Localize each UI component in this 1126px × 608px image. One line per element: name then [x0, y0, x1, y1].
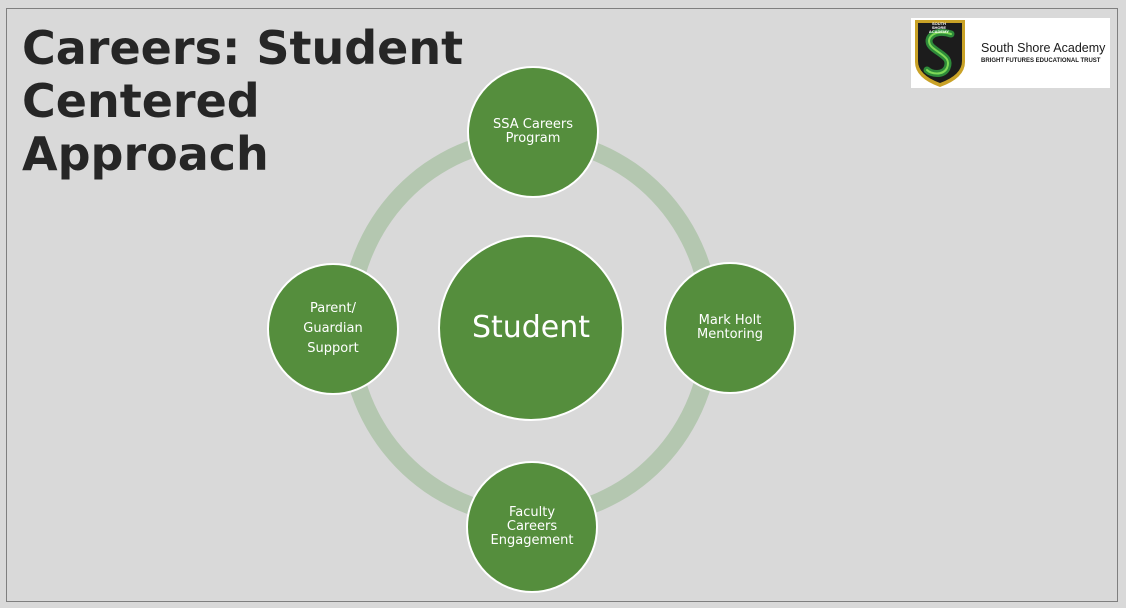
title-line-3: Approach [22, 127, 269, 181]
node-label-line: Mark Holt [698, 313, 762, 328]
crest-icon [915, 20, 965, 87]
logo-school-name: South Shore Academy [981, 41, 1106, 55]
node-label-line: Careers [506, 519, 558, 534]
node-label-line: Guardian [303, 321, 363, 336]
node-label-line: Support [307, 341, 359, 356]
title-line-1: Careers: Student [22, 21, 464, 75]
node-label-line: Program [505, 131, 561, 146]
title-line-2: Centered [22, 74, 260, 128]
node-label-line: SSA Careers [493, 117, 573, 132]
node-label-line: Parent/ [310, 301, 356, 316]
node-parent-guardian-support: Parent/ Guardian Support [267, 263, 399, 395]
node-mark-holt-mentoring: Mark Holt Mentoring [664, 262, 796, 394]
crest-text: SOUTH SHORE ACADEMY [925, 22, 953, 34]
node-label-line: Faculty [508, 505, 556, 520]
center-node-student: Student [438, 235, 624, 421]
node-label-line: Engagement [490, 533, 574, 548]
logo-tagline: BRIGHT FUTURES EDUCATIONAL TRUST [981, 58, 1101, 64]
node-label: SSA Careers Program [493, 118, 573, 146]
node-label: Parent/ Guardian Support [303, 299, 362, 359]
node-label-line: Mentoring [697, 327, 763, 342]
school-logo: SOUTH SHORE ACADEMY South Shore Academy … [911, 18, 1110, 88]
center-node-label: Student [471, 310, 591, 345]
node-label: Mark Holt Mentoring [697, 314, 763, 342]
slide-title: Careers: Student Centered Approach [22, 22, 463, 181]
crest-text-line: SHORE [931, 25, 947, 30]
node-label: Faculty Careers Engagement [491, 506, 574, 548]
crest-text-line: SOUTH [932, 21, 946, 26]
node-ssa-careers-program: SSA Careers Program [467, 66, 599, 198]
crest-text-line: ACADEMY [928, 29, 950, 34]
node-faculty-careers-engagement: Faculty Careers Engagement [466, 461, 598, 593]
